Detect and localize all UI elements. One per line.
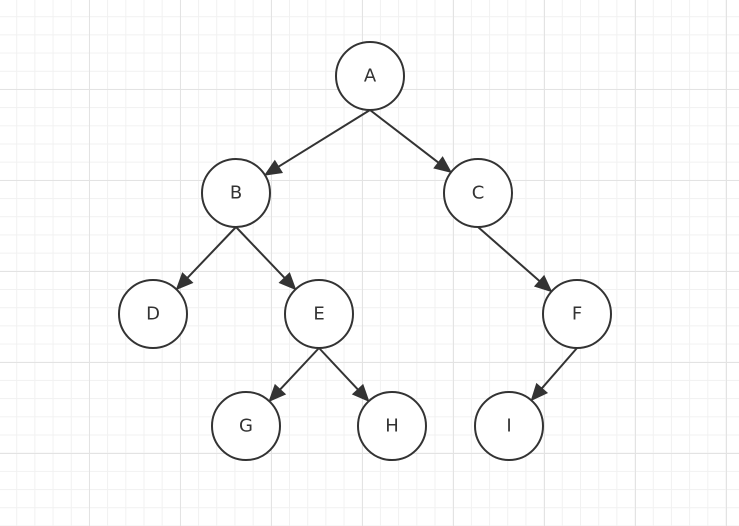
edge-line (541, 347, 578, 389)
node-e-label: E (313, 304, 324, 325)
node-c[interactable]: C (443, 158, 513, 228)
edge-b-e (235, 226, 297, 291)
node-e[interactable]: E (284, 279, 354, 349)
edge-f-i (530, 347, 578, 402)
edge-line (235, 226, 286, 279)
node-layer: A B C D E F G (118, 41, 612, 461)
node-b-circle (201, 158, 271, 228)
node-g-circle (211, 391, 281, 461)
node-i-label: I (506, 416, 511, 437)
edge-e-h (318, 347, 370, 403)
node-b-label: B (230, 183, 242, 204)
node-h[interactable]: H (357, 391, 427, 461)
node-b[interactable]: B (201, 158, 271, 228)
edge-e-g (268, 347, 320, 403)
edge-b-d (175, 226, 237, 291)
arrowhead-icon (268, 383, 287, 403)
edge-line (279, 347, 320, 391)
node-i-circle (474, 391, 544, 461)
node-i[interactable]: I (474, 391, 544, 461)
node-c-circle (443, 158, 513, 228)
edge-layer (175, 109, 578, 403)
node-e-circle (284, 279, 354, 349)
edge-a-b (263, 109, 371, 176)
arrowhead-icon (433, 156, 453, 174)
edge-line (477, 226, 541, 282)
node-g[interactable]: G (211, 391, 281, 461)
arrowhead-icon (263, 159, 284, 176)
node-d[interactable]: D (118, 279, 188, 349)
edge-line (186, 226, 237, 279)
edge-line (318, 347, 359, 391)
edge-a-c (369, 109, 453, 174)
node-h-circle (357, 391, 427, 461)
node-a-circle (335, 41, 405, 111)
node-c-label: C (472, 183, 485, 204)
node-f-label: F (572, 304, 582, 325)
node-d-label: D (146, 304, 160, 325)
node-a-label: A (364, 66, 377, 87)
arrowhead-icon (278, 272, 297, 291)
arrowhead-icon (533, 274, 553, 293)
arrowhead-icon (530, 382, 549, 402)
node-f[interactable]: F (542, 279, 612, 349)
edge-line (277, 109, 371, 168)
node-h-label: H (385, 416, 399, 437)
node-f-circle (542, 279, 612, 349)
edge-line (369, 109, 439, 164)
node-g-label: G (239, 416, 253, 437)
edge-c-f (477, 226, 553, 293)
node-a[interactable]: A (335, 41, 405, 111)
arrowhead-icon (175, 272, 194, 291)
node-d-circle (118, 279, 188, 349)
arrowhead-icon (351, 383, 370, 403)
